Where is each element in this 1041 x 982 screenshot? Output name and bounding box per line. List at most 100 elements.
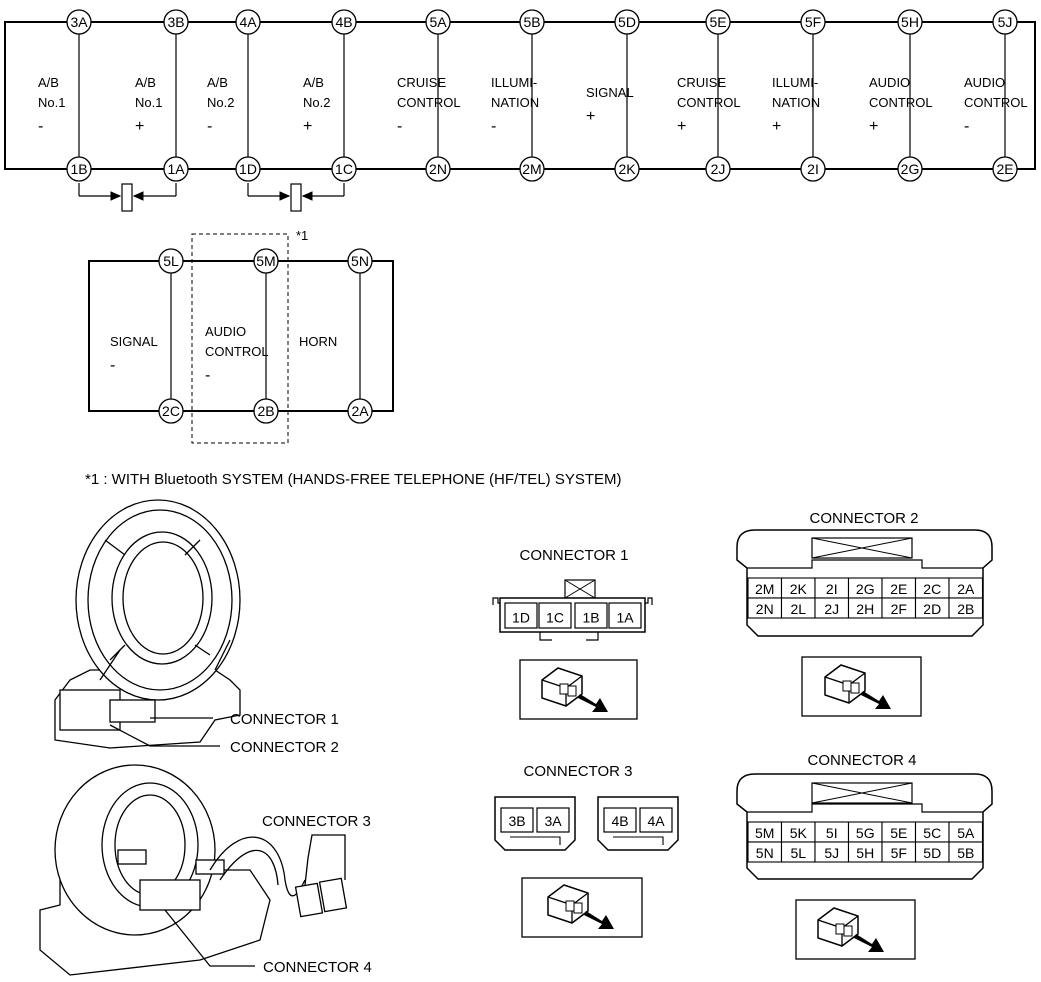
svg-text:5D: 5D [923,845,941,861]
note-marker: *1 [296,228,308,243]
top-circuit-signal-label: ILLUMI-NATION- [491,75,539,135]
svg-text:5A: 5A [429,14,447,30]
footnote: *1 : WITH Bluetooth SYSTEM (HANDS-FREE T… [85,471,622,488]
second-circuit-signal-label: SIGNAL- [110,334,158,374]
second-circuit-pin-top: 5N [347,248,373,274]
svg-text:-: - [397,118,402,135]
svg-text:1A: 1A [616,610,634,626]
top-circuit-pin-bottom: 2N [425,156,451,182]
svg-text:2K: 2K [618,161,636,177]
svg-text:2N: 2N [429,161,447,177]
top-circuit-signal-label: A/BNo.1- [38,75,65,135]
connector-2-cell: 2N [747,597,783,619]
svg-text:3B: 3B [167,14,184,30]
connector-4-cell: 5F [881,841,917,863]
top-circuit-pin-bottom: 1C [331,156,357,182]
svg-text:1D: 1D [512,610,530,626]
top-circuit-pin-top: 4B [331,9,357,35]
svg-text:2M: 2M [522,161,541,177]
svg-text:CONTROL: CONTROL [677,95,741,110]
svg-text:2A: 2A [351,403,369,419]
svg-text:CONTROL: CONTROL [964,95,1028,110]
svg-text:3A: 3A [70,14,88,30]
svg-text:NATION: NATION [772,95,820,110]
svg-text:No.2: No.2 [303,95,330,110]
svg-text:2C: 2C [162,403,180,419]
connector-2-cell: 2M [747,577,783,599]
svg-text:2E: 2E [996,161,1013,177]
svg-text:-: - [491,118,496,135]
svg-text:5E: 5E [890,825,907,841]
svg-text:SIGNAL: SIGNAL [586,85,634,100]
connector-4-cell: 5I [814,821,850,843]
connector-2-cell: 2D [914,597,950,619]
connector-1-cell: 1D [504,602,538,629]
svg-text:5F: 5F [805,14,821,30]
plug-arrow-icon [547,884,614,929]
svg-text:2J: 2J [824,601,839,617]
svg-text:2J: 2J [711,161,726,177]
svg-text:5N: 5N [351,253,369,269]
svg-text:2I: 2I [807,161,819,177]
top-circuit-signal-label: SIGNAL+ [586,85,634,125]
connector-2-cell: 2K [780,577,816,599]
connector-4-cell: 5H [847,841,883,863]
top-circuit-pin-top: 5E [705,9,731,35]
svg-text:No.1: No.1 [135,95,162,110]
second-circuit-pin-top: 5L [158,248,184,274]
svg-text:5B: 5B [523,14,540,30]
connector-4-cell: 5B [948,841,984,863]
second-circuit-pin-bottom: 2C [158,398,184,424]
connector-4-cell: 5E [881,821,917,843]
connector-2-cell: 2F [881,597,917,619]
svg-text:A/B: A/B [303,75,324,90]
connector-3-title: CONNECTOR 3 [524,763,633,780]
svg-text:CRUISE: CRUISE [397,75,446,90]
svg-text:+: + [869,118,878,135]
top-circuit-pin-top: 5A [425,9,451,35]
svg-text:-: - [964,118,969,135]
callout-line-connector-4 [164,909,255,967]
svg-text:3B: 3B [508,813,525,829]
svg-text:5N: 5N [756,845,774,861]
top-circuit-pin-top: 3B [163,9,189,35]
top-circuit-pin-bottom: 2E [992,156,1018,182]
svg-text:HORN: HORN [299,334,337,349]
connector-4-cell: 5C [914,821,950,843]
short-bar-1 [78,183,177,212]
top-circuit-pin-top: 5B [519,9,545,35]
connector-2-cell: 2E [881,577,917,599]
connector-2-title: CONNECTOR 2 [810,510,919,527]
svg-text:5H: 5H [901,14,919,30]
svg-text:2I: 2I [826,581,838,597]
svg-text:5I: 5I [826,825,838,841]
svg-text:A/B: A/B [38,75,59,90]
svg-text:2G: 2G [856,581,875,597]
connector-2-cell: 2C [914,577,950,599]
connector-4-cell: 5G [847,821,883,843]
connector-3-cell: 3A [536,807,570,833]
top-circuit-pin-top: 5J [992,9,1018,35]
svg-text:A/B: A/B [135,75,156,90]
svg-text:2A: 2A [957,581,975,597]
svg-text:No.1: No.1 [38,95,65,110]
svg-text:5H: 5H [856,845,874,861]
top-circuit-pin-top: 5F [800,9,826,35]
svg-text:2D: 2D [923,601,941,617]
svg-text:5C: 5C [923,825,941,841]
svg-text:2L: 2L [790,601,806,617]
svg-text:2C: 2C [923,581,941,597]
connector-3-cell: 3B [500,807,534,833]
svg-text:A/B: A/B [207,75,228,90]
connector-3-cell: 4A [639,807,673,833]
svg-text:2E: 2E [890,581,907,597]
top-circuit-pin-top: 5D [614,9,640,35]
connector-4-cell: 5D [914,841,950,863]
svg-text:2B: 2B [957,601,974,617]
connector-4-cell: 5K [780,821,816,843]
